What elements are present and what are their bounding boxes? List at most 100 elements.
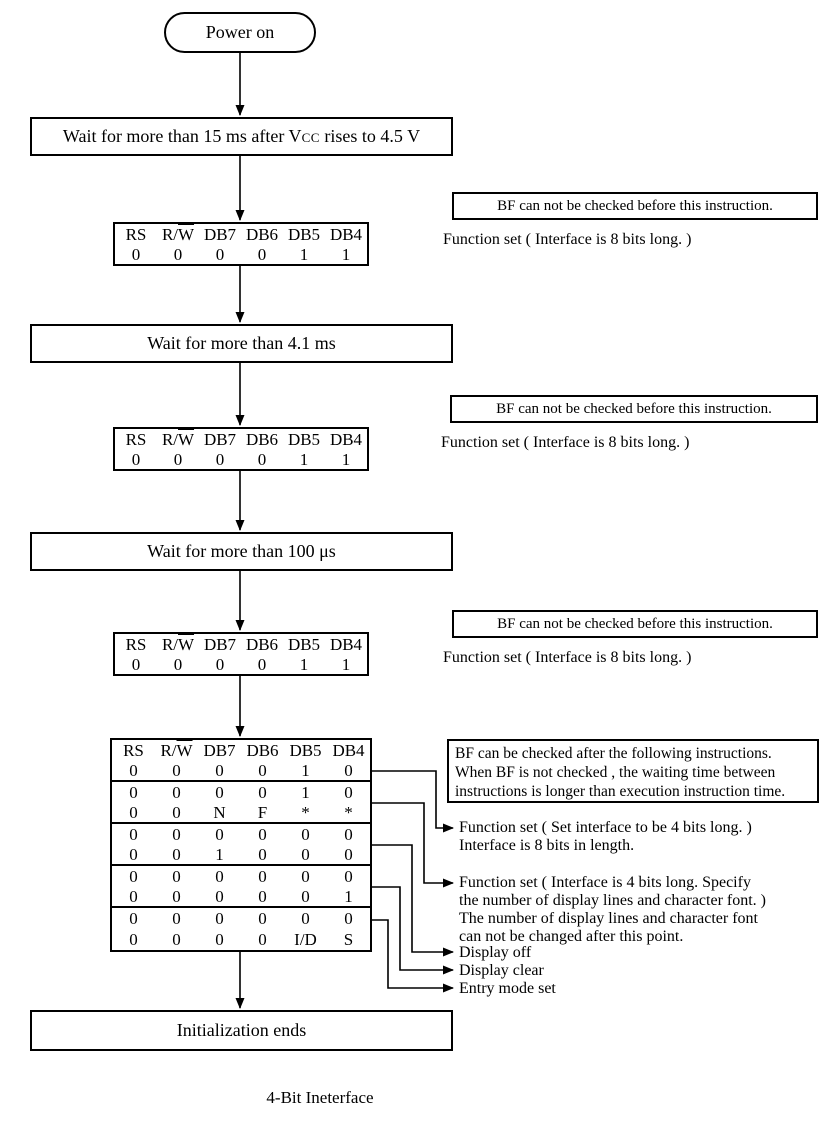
table-cell: 0 [173, 654, 183, 674]
table-cell: S [343, 930, 354, 949]
initialization-ends-label: Initialization ends [176, 1020, 307, 1040]
table-cell: 0 [301, 867, 310, 886]
header-cell-db6: DB6 [245, 429, 279, 449]
table-cell: 0 [131, 654, 141, 674]
label-function-set-8bit-3: Function set ( Interface is 8 bits long.… [443, 649, 692, 666]
table-cell: 0 [129, 909, 138, 928]
table-cell: 0 [215, 930, 224, 949]
table-cell: 0 [257, 449, 267, 469]
note-bf-not-checked-2: BF can not be checked before this instru… [450, 395, 818, 423]
header-cell-rw: R/W [155, 742, 198, 759]
process-wait-41ms: Wait for more than 4.1 ms [30, 324, 453, 363]
table-cell: 0 [173, 244, 183, 264]
wait-15ms-label: Wait for more than 15 ms after VCC rises… [63, 126, 420, 147]
rw-slash: R/ [161, 224, 178, 244]
header-cell-db5: DB5 [287, 224, 321, 244]
connector-display-off [372, 844, 454, 957]
wait-41ms-label: Wait for more than 4.1 ms [147, 333, 336, 353]
table-cell: 1 [299, 449, 309, 469]
note-text: BF can not be checked before this instru… [497, 615, 773, 632]
annotation-line: the number of display lines and characte… [459, 892, 766, 909]
note-text: BF can not be checked before this instru… [497, 197, 773, 214]
table-cell: 0 [215, 244, 225, 264]
table-cell: 0 [172, 930, 181, 949]
terminator-power-on: Power on [164, 12, 316, 53]
header-cell-rs: RS [125, 224, 147, 244]
table-cell: * [301, 803, 310, 822]
wait-100us-label: Wait for more than 100 μs [147, 541, 336, 561]
table-cell: 0 [215, 909, 224, 928]
table-cell: 0 [258, 761, 267, 780]
table-cell: 0 [301, 825, 310, 844]
annotation-display-off: Display off [459, 944, 532, 961]
table-cell: 1 [341, 654, 351, 674]
table-cell: 0 [344, 909, 353, 928]
table-cell: 0 [129, 803, 138, 822]
label-function-set-8bit-2: Function set ( Interface is 8 bits long.… [441, 434, 690, 451]
table-cell: 0 [301, 845, 310, 864]
table-cell: 0 [215, 761, 224, 780]
table-cell: 0 [257, 654, 267, 674]
header-cell-db6: DB6 [246, 741, 279, 760]
header-cell-db5: DB5 [289, 741, 322, 760]
table-cell: 0 [215, 825, 224, 844]
note-line: BF can be checked after the following in… [455, 745, 772, 762]
header-cell-db7: DB7 [203, 429, 237, 449]
table-cell: 0 [129, 761, 138, 780]
table-cell: 0 [344, 825, 353, 844]
table-cell: 0 [215, 783, 224, 802]
table-cell: 0 [172, 825, 181, 844]
table-cell: 0 [215, 449, 225, 469]
table-cell: 0 [258, 909, 267, 928]
header-cell-db4: DB4 [329, 224, 363, 244]
table-cell: 0 [172, 867, 181, 886]
note-text: BF can not be checked before this instru… [496, 400, 772, 417]
annotation-line: can not be changed after this point. [459, 928, 684, 945]
process-initialization-ends: Initialization ends [30, 1010, 453, 1051]
table-cell: 0 [215, 867, 224, 886]
table-cell: 0 [172, 783, 181, 802]
annotation-function-set-lines-font: Function set ( Interface is 4 bits long.… [459, 874, 766, 946]
table-header-row: RS R/W DB7 DB6 DB5 DB4 [115, 634, 367, 654]
table-header-row: RS R/W DB7 DB6 DB5 DB4 [115, 429, 367, 449]
vcc-subscript: CC [301, 130, 320, 145]
table-cell: 0 [258, 783, 267, 802]
header-cell-rw: R/W [157, 636, 199, 653]
table-cell: I/D [294, 930, 317, 949]
table-cell: 1 [301, 761, 310, 780]
table-cell: 0 [172, 887, 181, 906]
header-cell-rs: RS [125, 429, 147, 449]
header-cell-db4: DB4 [329, 634, 363, 654]
table-cell: 0 [257, 244, 267, 264]
note-bf-not-checked-1: BF can not be checked before this instru… [452, 192, 818, 220]
table-cell: 1 [341, 244, 351, 264]
table-cell: 0 [129, 887, 138, 906]
table-cell: 0 [344, 783, 353, 802]
table-cell: 0 [215, 654, 225, 674]
table-cell: 0 [301, 909, 310, 928]
note-line: instructions is longer than execution in… [455, 783, 786, 800]
annotation-display-clear: Display clear [459, 962, 544, 979]
table-cell: 0 [258, 887, 267, 906]
w-overline: W [178, 429, 195, 449]
wait-15ms-text-tail: rises to 4.5 V [319, 126, 421, 146]
header-cell-db5: DB5 [287, 634, 321, 654]
rw-slash: R/ [161, 634, 178, 654]
wait-15ms-text: Wait for more than 15 ms after V [62, 126, 302, 146]
table-cell: 0 [172, 803, 181, 822]
header-cell-rw: R/W [157, 431, 199, 448]
label-function-set-8bit-1: Function set ( Interface is 8 bits long.… [443, 231, 692, 248]
table-cell: 0 [172, 909, 181, 928]
